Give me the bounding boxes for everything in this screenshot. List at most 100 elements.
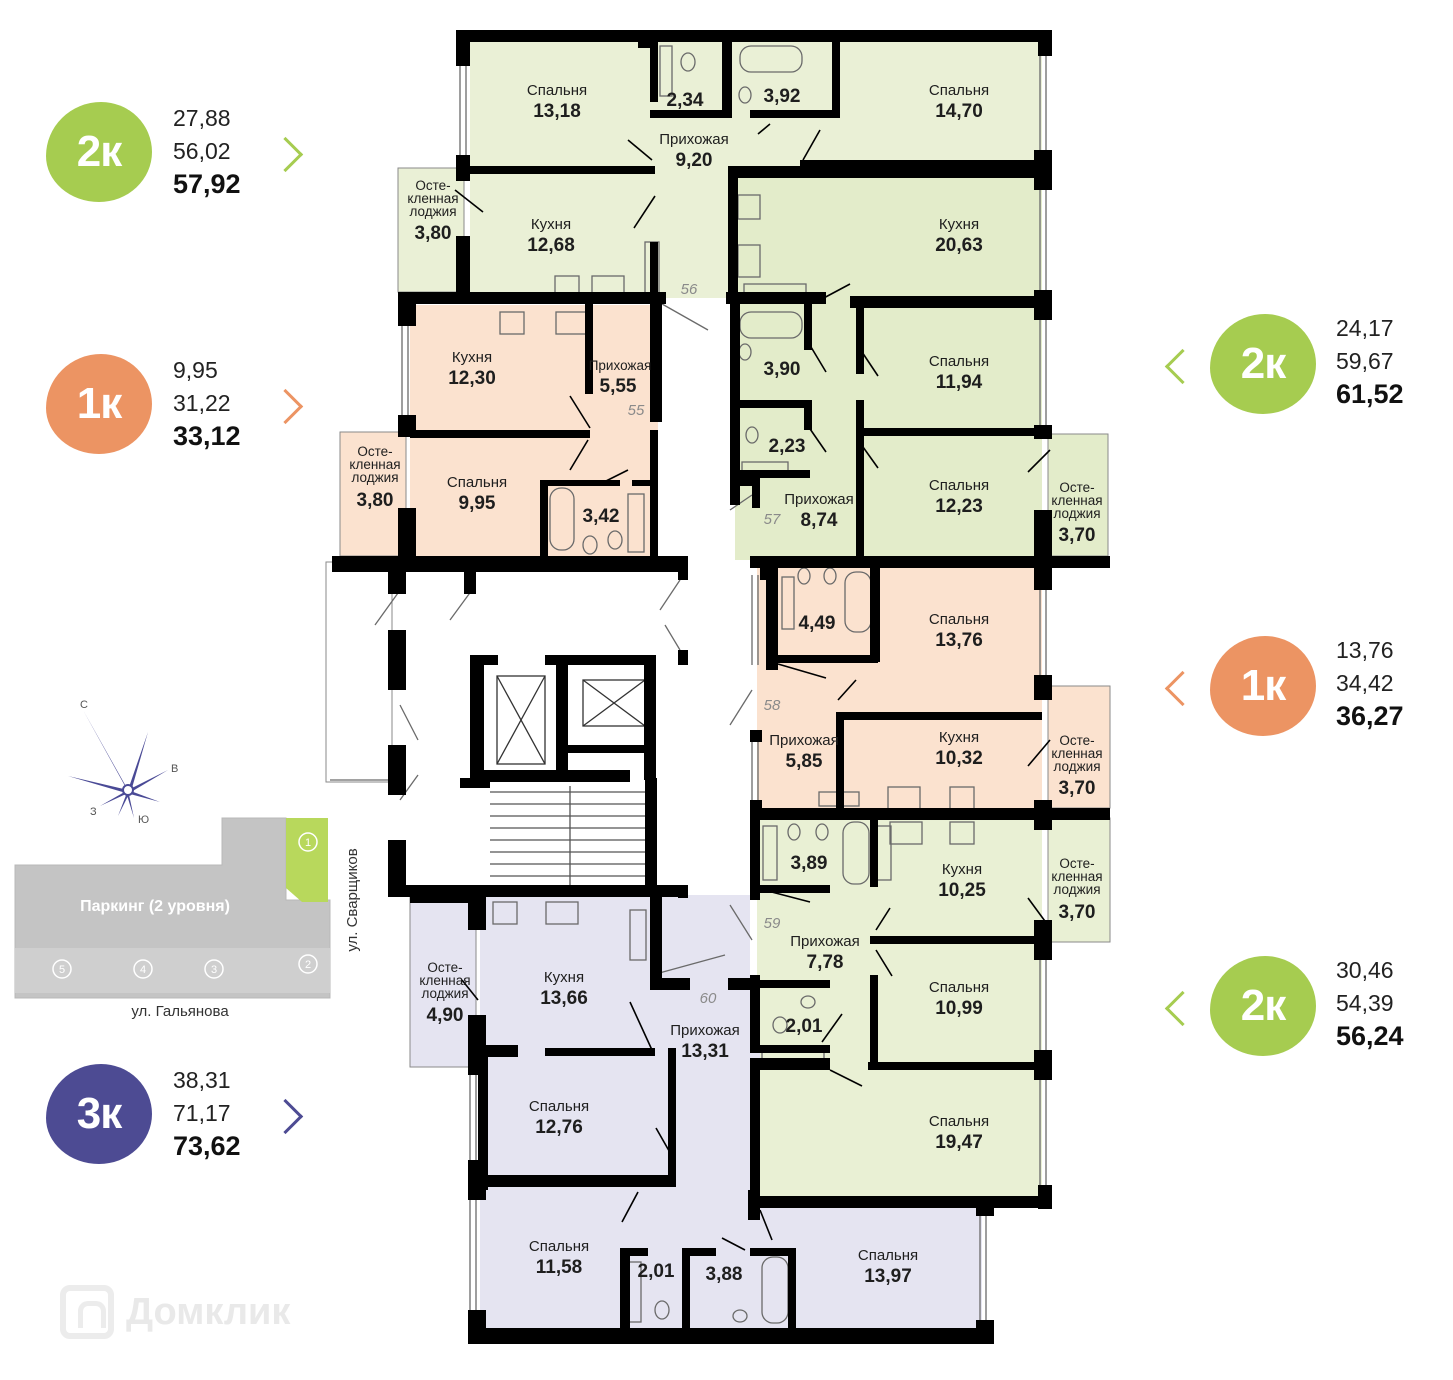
room-labels: Спальня 13,18 2,34 3,92 Спальня 14,70 Пр…	[349, 82, 1102, 1287]
room-name: Прихожая	[589, 358, 652, 373]
apartment-card-2k[interactable]: 2к 24,17 59,67 61,52	[1160, 312, 1453, 422]
loggia-name: лоджия	[352, 470, 399, 485]
parking-label: Паркинг (2 уровня)	[80, 898, 230, 915]
room-name: Кухня	[531, 216, 571, 233]
area-with-loggia: 33,12	[173, 421, 241, 451]
room-area: 2,23	[769, 436, 806, 457]
apartment-numbers: 56 55 57 58 59 60	[628, 281, 781, 1007]
walls	[332, 30, 1110, 1344]
apt60-fill	[480, 895, 750, 1333]
apartment-card-1k[interactable]: 1к 13,76 34,42 36,27	[1160, 634, 1453, 744]
room-name: Прихожая	[769, 732, 839, 749]
apartment-number: 60	[700, 990, 717, 1007]
loggia-name: Осте-	[1059, 856, 1094, 871]
room-name: Спальня	[929, 353, 989, 370]
fixtures	[330, 45, 1047, 1324]
room-area: 4,90	[427, 1005, 464, 1026]
room-name: Спальня	[929, 979, 989, 996]
room-area: 20,63	[935, 235, 983, 256]
area-with-loggia: 56,24	[1336, 1021, 1404, 1051]
loggia-name: лоджия	[422, 986, 469, 1001]
room-area: 12,30	[448, 368, 496, 389]
room-area: 4,49	[799, 613, 836, 634]
chevron-left-icon[interactable]	[1164, 990, 1201, 1027]
room-area: 13,66	[540, 988, 588, 1009]
apartment-card-1k[interactable]: 1к 9,95 31,22 33,12	[46, 354, 346, 464]
living-area: 27,88	[173, 105, 231, 131]
room-area: 10,99	[935, 998, 983, 1019]
compass-south: Ю	[138, 814, 149, 826]
loggia-name: кленная	[419, 973, 470, 988]
loggia-name: кленная	[1051, 869, 1102, 884]
door-swings	[454, 123, 1051, 1251]
room-area: 12,76	[535, 1117, 583, 1138]
total-area: 54,39	[1336, 990, 1394, 1016]
loggia-name: лоджия	[1054, 759, 1101, 774]
apartment-number: 58	[764, 697, 781, 714]
street-label-bottom: ул. Гальянова	[131, 1003, 229, 1020]
elevator	[496, 675, 546, 765]
room-area: 3,90	[764, 359, 801, 380]
room-area: 10,32	[935, 748, 983, 769]
apartment-card-3k[interactable]: 3к 38,31 71,17 73,62	[46, 1064, 346, 1174]
room-name: Прихожая	[659, 131, 729, 148]
room-count-badge: 1к	[1210, 636, 1316, 736]
apt60-loggia-fill	[409, 894, 477, 1068]
chevron-right-icon[interactable]	[267, 136, 304, 173]
room-area: 14,70	[935, 101, 983, 122]
apartment-card-2k[interactable]: 2к 30,46 54,39 56,24	[1160, 954, 1453, 1064]
room-area: 3,70	[1059, 902, 1096, 923]
room-name: Прихожая	[790, 933, 860, 950]
chevron-right-icon[interactable]	[267, 388, 304, 425]
room-area: 3,92	[764, 86, 801, 107]
room-area: 13,76	[935, 630, 983, 651]
loggia-name: кленная	[1051, 493, 1102, 508]
site-plan: 1 2 3 4 5 Паркинг (2 уровня) ул. Гальяно…	[14, 817, 361, 1020]
chevron-left-icon[interactable]	[1164, 348, 1201, 385]
room-area: 13,18	[533, 101, 581, 122]
loggia-name: Осте-	[1059, 480, 1094, 495]
street-label-right: ул. Сварщиков	[344, 848, 361, 951]
total-area: 34,42	[1336, 670, 1394, 696]
apt55-loggia-fill	[339, 431, 407, 557]
loggia-name: Осте-	[1059, 733, 1094, 748]
total-area: 71,17	[173, 1100, 231, 1126]
apt59-loggia-fill	[1047, 817, 1111, 943]
loggia-name: Осте-	[357, 444, 392, 459]
loggia-name: Осте-	[415, 178, 450, 193]
room-name: Кухня	[452, 349, 492, 366]
room-name: Спальня	[447, 474, 507, 491]
room-area: 3,80	[415, 223, 452, 244]
section-number: 4	[140, 964, 146, 976]
room-area: 2,01	[638, 1261, 675, 1282]
room-area: 8,74	[801, 510, 838, 531]
chevron-right-icon[interactable]	[267, 1098, 304, 1135]
room-area: 7,78	[807, 952, 844, 973]
room-area: 3,70	[1059, 525, 1096, 546]
bathtub	[842, 821, 870, 885]
room-area: 5,55	[600, 376, 637, 397]
chevron-left-icon[interactable]	[1164, 670, 1201, 707]
room-area: 3,70	[1059, 778, 1096, 799]
room-count-badge: 2к	[46, 102, 152, 202]
apartment-number: 55	[628, 402, 645, 419]
room-name: Прихожая	[784, 491, 854, 508]
total-area: 56,02	[173, 138, 231, 164]
room-area: 13,97	[864, 1266, 912, 1287]
living-area: 24,17	[1336, 315, 1394, 341]
room-area: 9,20	[676, 150, 713, 171]
apartment-card-2k[interactable]: 2к 27,88 56,02 57,92	[46, 102, 346, 212]
bathtub	[739, 45, 803, 73]
room-name: Кухня	[939, 216, 979, 233]
room-name: Кухня	[942, 861, 982, 878]
apartment-number: 59	[764, 915, 781, 932]
area-with-loggia: 57,92	[173, 169, 241, 199]
section-number: 3	[211, 964, 217, 976]
room-name: Спальня	[858, 1247, 918, 1264]
loggia-name: лоджия	[1054, 882, 1101, 897]
apt58-loggia-fill	[1047, 685, 1111, 809]
watermark-text: Домклик	[126, 1290, 291, 1333]
room-area: 12,68	[527, 235, 575, 256]
area-with-loggia: 73,62	[173, 1131, 241, 1161]
